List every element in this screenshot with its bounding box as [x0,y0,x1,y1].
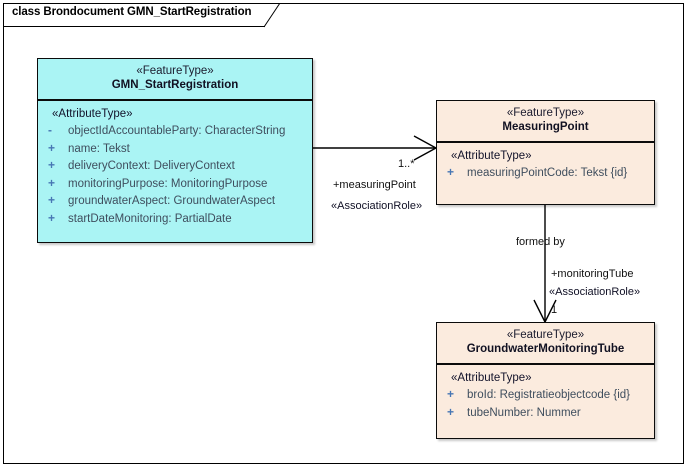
attribute-visibility: + [48,140,56,155]
association-name-formed-by: formed by [516,236,565,248]
diagram-frame-tab-underline [3,26,265,27]
class-stereotype: «FeatureType» [136,65,214,77]
class-box-measuring-point[interactable]: «FeatureType» MeasuringPoint «AttributeT… [436,100,655,205]
attribute-row: + monitoringPurpose: MonitoringPurpose [38,175,312,193]
class-header-gmn-start-registration: «FeatureType» GMN_StartRegistration [38,59,312,101]
diagram-frame-tab-diagonal [263,3,281,28]
attribute-stereotype: «AttributeType» [451,150,532,162]
attribute-text: startDateMonitoring: PartialDate [68,212,232,225]
attribute-row: - objectIdAccountableParty: CharacterStri… [38,122,312,140]
attribute-text: broId: Registratieobjectcode {id} [467,389,631,401]
class-box-gmn-start-registration[interactable]: «FeatureType» GMN_StartRegistration «Att… [37,58,313,243]
class-attributes-gmn-start-registration: «AttributeType» - objectIdAccountablePart… [38,101,312,231]
attribute-text: deliveryContext: DeliveryContext [68,160,235,172]
attribute-stereotype: «AttributeType» [52,108,133,120]
attribute-row: + tubeNumber: Nummer [437,404,654,422]
class-attributes-measuring-point: «AttributeType» + measuringPointCode: Tek… [437,143,654,186]
association-stereotype-measuringpoint: «AssociationRole» [331,200,423,212]
class-box-groundwater-monitoring-tube[interactable]: «FeatureType» GroundwaterMonitoringTube … [436,322,655,439]
attribute-text: monitoringPurpose: MonitoringPurpose [68,177,268,190]
attribute-text: measuringPointCode: Tekst {id} [467,167,628,179]
association-multiplicity-monitoringtube: 1 [551,304,558,316]
class-name: GMN_StartRegistration [111,79,239,91]
attribute-visibility: + [447,404,455,419]
attribute-visibility: + [48,175,56,190]
association-stereotype-monitoringtube: «AssociationRole» [549,286,641,298]
attribute-visibility: + [447,165,455,179]
attribute-row: + groundwaterAspect: GroundwaterAspect [38,192,312,210]
class-name: MeasuringPoint [502,121,589,133]
attribute-row: + startDateMonitoring: PartialDate [38,210,312,228]
diagram-title: class Brondocument GMN_StartRegistration [12,6,252,18]
attribute-row: + deliveryContext: DeliveryContext [38,157,312,175]
class-stereotype: «FeatureType» [506,329,585,341]
class-header-groundwater-monitoring-tube: «FeatureType» GroundwaterMonitoringTube [437,323,654,365]
association-role-measuringpoint: +measuringPoint [333,179,416,191]
attribute-row: + measuringPointCode: Tekst {id} [437,164,654,182]
association-multiplicity-measuringpoint: 1..* [398,158,415,170]
attribute-visibility: + [48,193,56,207]
attribute-visibility: + [447,387,455,401]
attribute-stereotype: «AttributeType» [451,372,532,384]
class-attributes-groundwater-monitoring-tube: «AttributeType» + broId: Registratieobjec… [437,365,654,425]
association-role-monitoringtube: +monitoringTube [551,268,634,280]
class-header-measuring-point: «FeatureType» MeasuringPoint [437,101,654,143]
attribute-visibility: + [48,158,56,172]
attribute-text: tubeNumber: Nummer [467,406,581,419]
attribute-text: groundwaterAspect: GroundwaterAspect [68,195,276,207]
attribute-row: + name: Tekst [38,140,312,158]
class-name: GroundwaterMonitoringTube [466,343,625,355]
association-arrowhead-measuringpoint [413,135,438,161]
attribute-visibility: - [48,123,52,137]
attribute-text: objectIdAccountableParty: CharacterStrin… [68,125,286,137]
attribute-text: name: Tekst [68,142,130,155]
class-stereotype: «FeatureType» [506,107,585,119]
attribute-visibility: + [48,210,56,225]
diagram-frame-tab [3,3,279,27]
attribute-row: + broId: Registratieobjectcode {id} [437,386,654,404]
